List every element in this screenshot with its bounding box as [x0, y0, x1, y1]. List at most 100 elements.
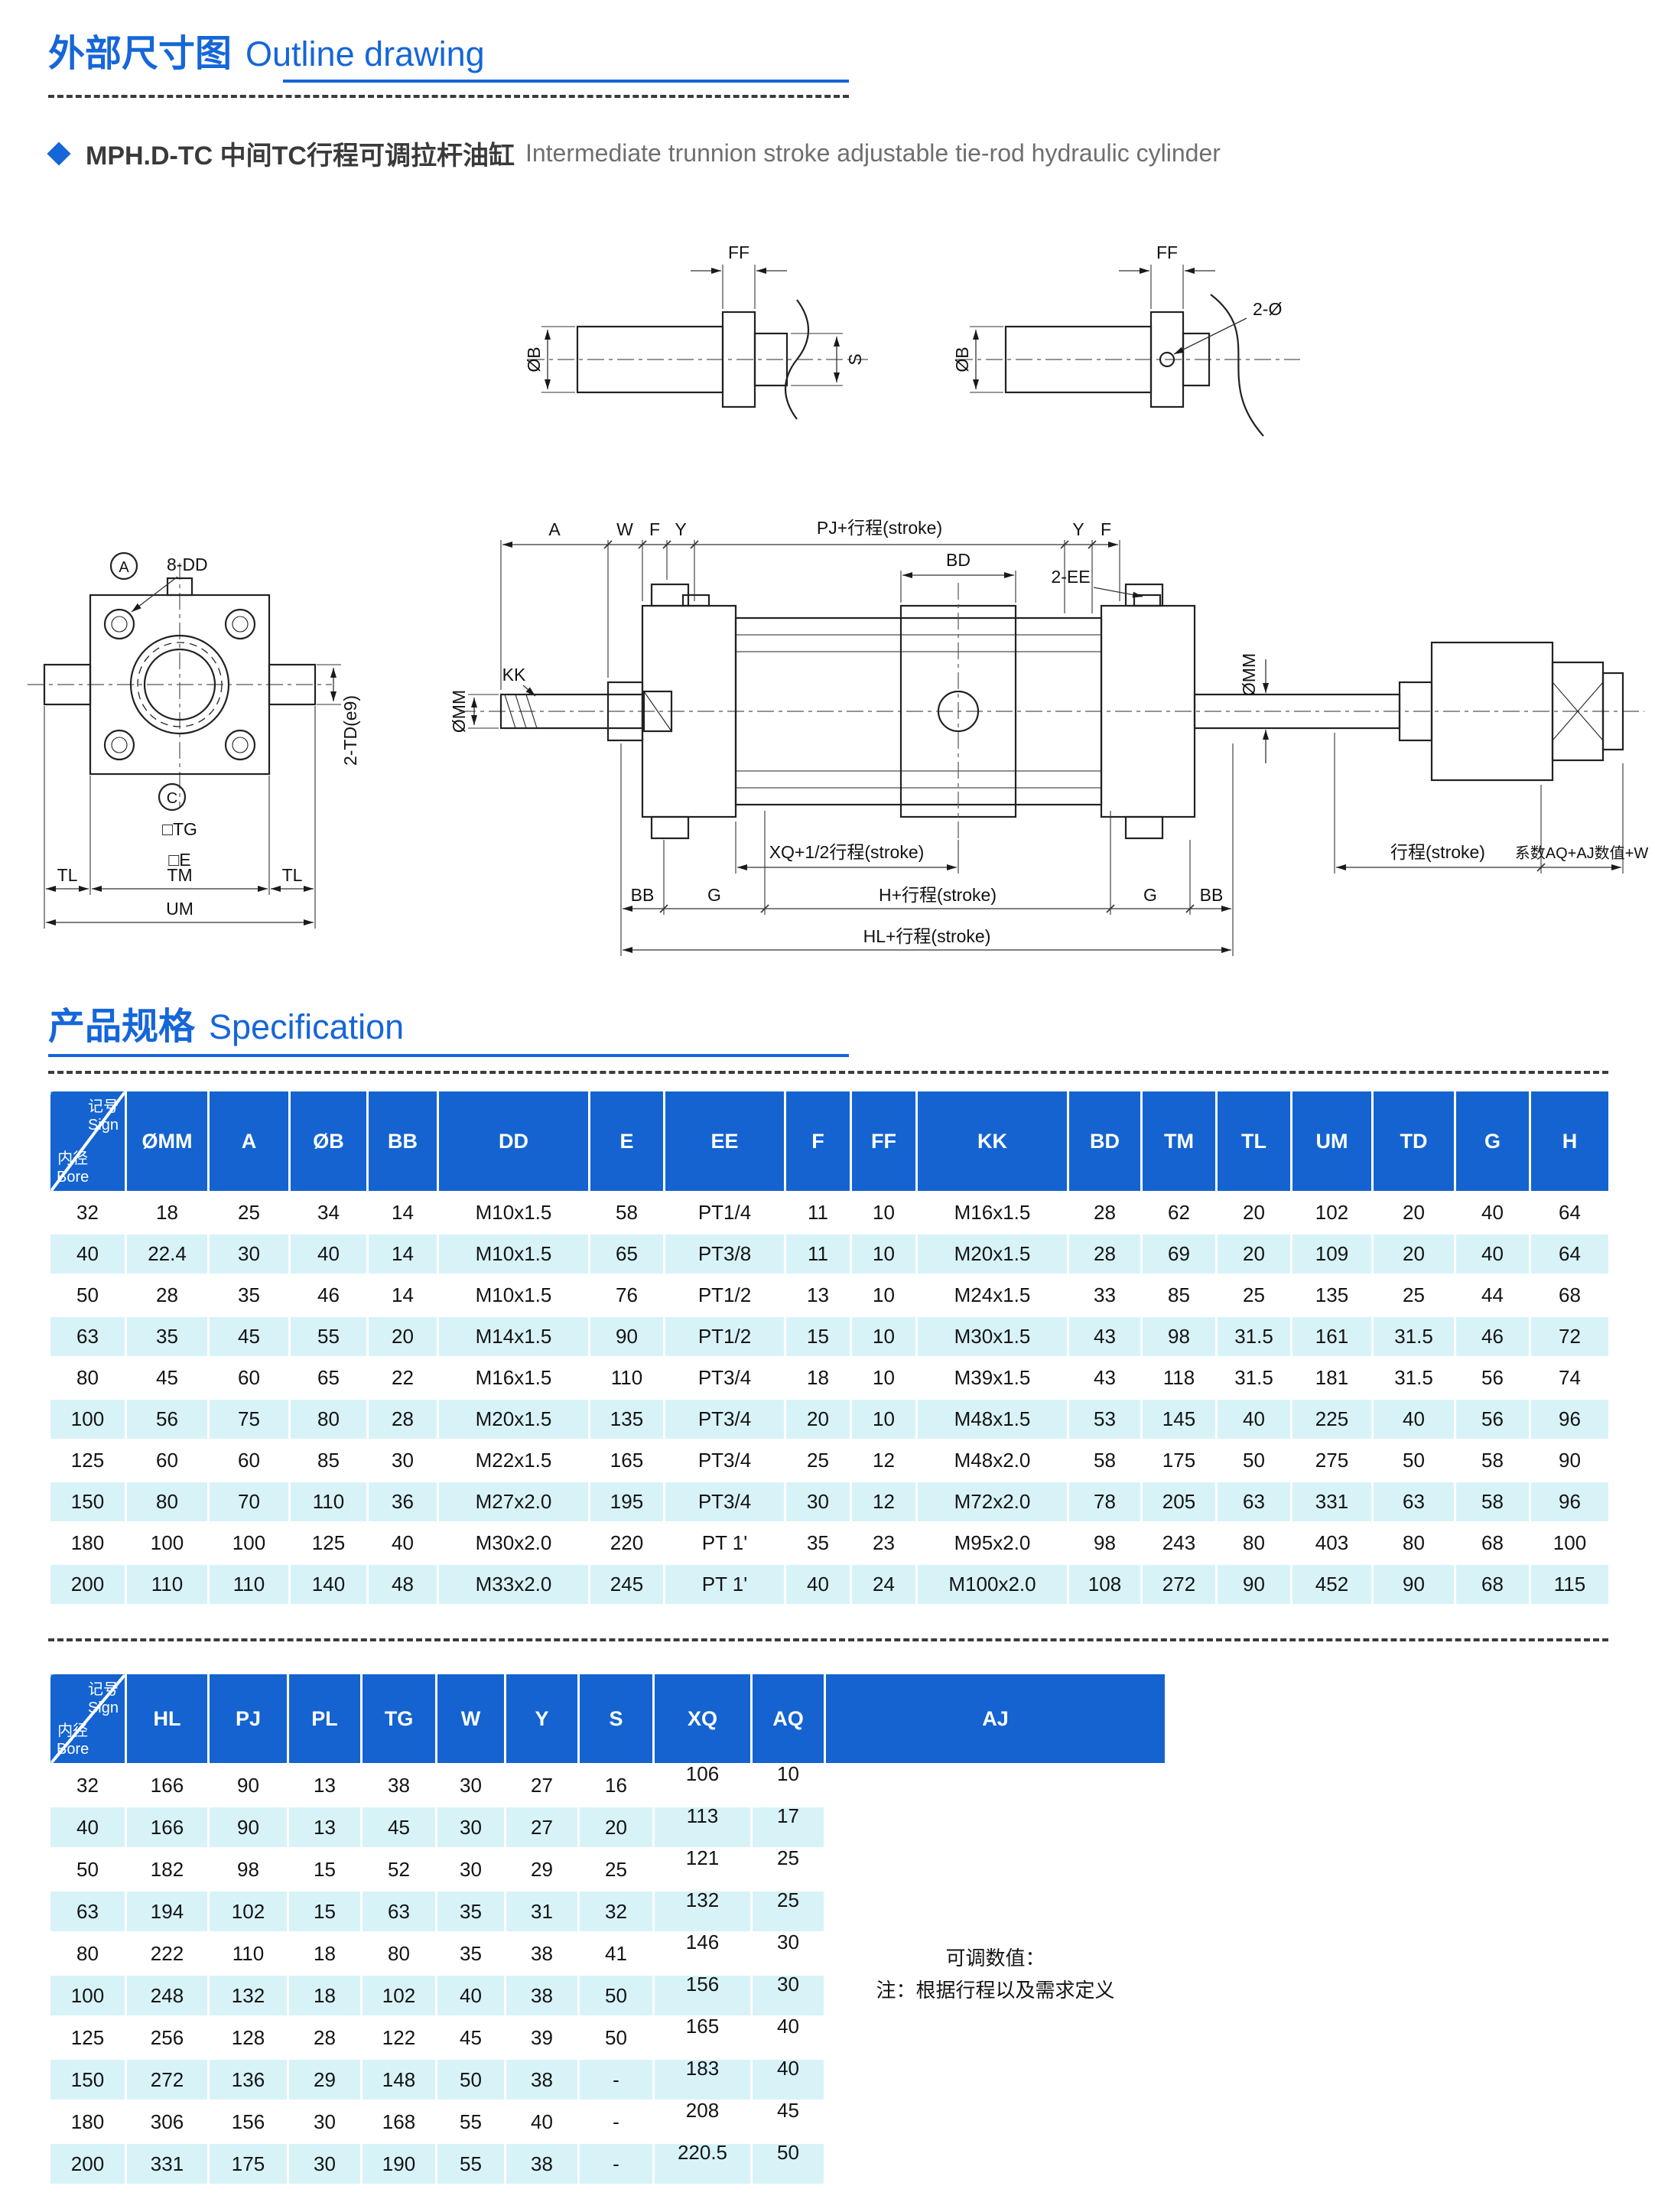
dim-label-y-2: Y [1072, 519, 1084, 539]
cell-bd-200: 108 [1067, 1563, 1143, 1606]
cell-ee-32: PT1/4 [663, 1191, 786, 1234]
cell-h-80: 74 [1529, 1356, 1611, 1400]
balloon-c-label: C [167, 790, 177, 807]
col-header-f: F [784, 1089, 852, 1193]
cell-y-125: 39 [504, 2015, 580, 2060]
cell-g-125: 58 [1454, 1439, 1531, 1482]
cell-ff-50: 10 [850, 1274, 918, 1317]
dim-label-pj: PJ+行程(stroke) [817, 518, 942, 538]
cell-tm-63: 98 [1140, 1315, 1218, 1358]
cell-pl-32: 13 [287, 1763, 363, 1807]
cell-tl-80: 31.5 [1215, 1356, 1292, 1400]
col-header-bd: BD [1067, 1089, 1143, 1193]
row-bore-150: 150 [48, 2057, 127, 2102]
cell-a-50: 35 [207, 1274, 291, 1317]
cell-w-100: 40 [435, 1973, 506, 2018]
dim-label-tl-2: TL [282, 865, 303, 885]
cell-pj-200: 175 [207, 2142, 289, 2186]
cell-b-80: 65 [288, 1356, 369, 1400]
cell-ee-40: PT3/8 [663, 1232, 786, 1276]
cell-um-200: 452 [1290, 1563, 1374, 1606]
cell-tg-50: 52 [360, 1847, 437, 1892]
cell-ff-200: 24 [850, 1563, 918, 1606]
cell-mm-40: 22.4 [125, 1232, 210, 1276]
spec-title-underline [48, 1054, 849, 1057]
cell-mm-63: 35 [125, 1315, 210, 1358]
cell-y-100: 38 [504, 1973, 580, 2018]
cell-xq-125: 165 [652, 2015, 753, 2060]
cell-xq-50: 121 [652, 1847, 753, 1892]
cell-g-100: 56 [1454, 1397, 1531, 1441]
cell-tl-50: 25 [1215, 1274, 1292, 1317]
product-subtitle: MPH.D-TC 中间TC行程可调拉杆油缸 Intermediate trunn… [47, 135, 1221, 172]
cell-dd-63: M14x1.5 [437, 1315, 590, 1358]
col-header-y: Y [504, 1672, 580, 1765]
cell-b-150: 110 [288, 1480, 369, 1524]
cell-pl-125: 28 [287, 2015, 363, 2060]
cell-tg-100: 102 [360, 1973, 437, 2018]
dim-label-stroke: 行程(stroke) [1390, 842, 1485, 862]
dim-label-tm: TM [167, 865, 192, 885]
cell-um-80: 181 [1290, 1356, 1374, 1400]
cell-f-100: 20 [784, 1397, 852, 1441]
cell-e-100: 135 [588, 1397, 665, 1441]
cell-tl-180: 80 [1215, 1521, 1292, 1565]
bolt-holes [103, 608, 256, 761]
cell-tg-63: 63 [360, 1889, 437, 1934]
cell-s-150: - [577, 2057, 655, 2102]
dim-label-tl-1: TL [57, 865, 78, 885]
cell-bb-63: 20 [366, 1315, 439, 1358]
cell-pj-80: 110 [207, 1931, 289, 1976]
cell-tm-80: 118 [1140, 1356, 1218, 1400]
cell-aq-50: 25 [750, 1847, 826, 1892]
dim-label-hl: HL+行程(stroke) [863, 926, 991, 946]
cell-h-180: 100 [1529, 1521, 1611, 1565]
dim-label-omm-right: ØMM [1239, 653, 1259, 696]
row-bore-63: 63 [48, 1315, 127, 1358]
cell-um-63: 161 [1290, 1315, 1374, 1358]
cell-a-100: 75 [207, 1397, 291, 1441]
cell-tg-40: 45 [360, 1805, 437, 1849]
cell-g-80: 56 [1454, 1356, 1531, 1400]
cell-h-50: 68 [1529, 1274, 1611, 1317]
cell-tl-40: 20 [1215, 1232, 1292, 1276]
cell-ee-125: PT3/4 [663, 1439, 786, 1482]
cell-pl-200: 30 [287, 2142, 363, 2186]
cell-b-180: 125 [288, 1521, 369, 1565]
cell-tl-200: 90 [1215, 1563, 1292, 1606]
cell-aq-80: 30 [750, 1931, 826, 1976]
cell-f-32: 11 [784, 1191, 852, 1234]
cell-s-32: 16 [577, 1763, 655, 1807]
row-bore-50: 50 [48, 1274, 127, 1317]
cell-h-150: 96 [1529, 1480, 1611, 1524]
cell-s-180: - [577, 2100, 655, 2144]
cell-kk-180: M95x2.0 [915, 1521, 1069, 1565]
dim-label-e: □E [168, 850, 190, 870]
cell-tm-40: 69 [1140, 1232, 1218, 1276]
cell-g-150: 58 [1454, 1480, 1531, 1524]
cell-td-180: 80 [1371, 1521, 1456, 1565]
cell-pl-40: 13 [287, 1805, 363, 1849]
cell-tg-125: 122 [360, 2015, 437, 2060]
cell-ff-80: 10 [850, 1356, 918, 1400]
cell-bd-150: 78 [1067, 1480, 1143, 1524]
cell-aq-200: 50 [750, 2142, 826, 2186]
cell-aq-63: 25 [750, 1889, 826, 1934]
spec-title-en: Specification [209, 1007, 405, 1046]
cell-tm-125: 175 [1140, 1439, 1218, 1482]
cell-dd-180: M30x2.0 [437, 1521, 590, 1565]
cell-tm-50: 85 [1140, 1274, 1218, 1317]
cell-a-63: 45 [207, 1315, 291, 1358]
cell-e-200: 245 [588, 1563, 665, 1606]
cell-ff-40: 10 [850, 1232, 918, 1276]
cell-bb-180: 40 [366, 1521, 439, 1565]
